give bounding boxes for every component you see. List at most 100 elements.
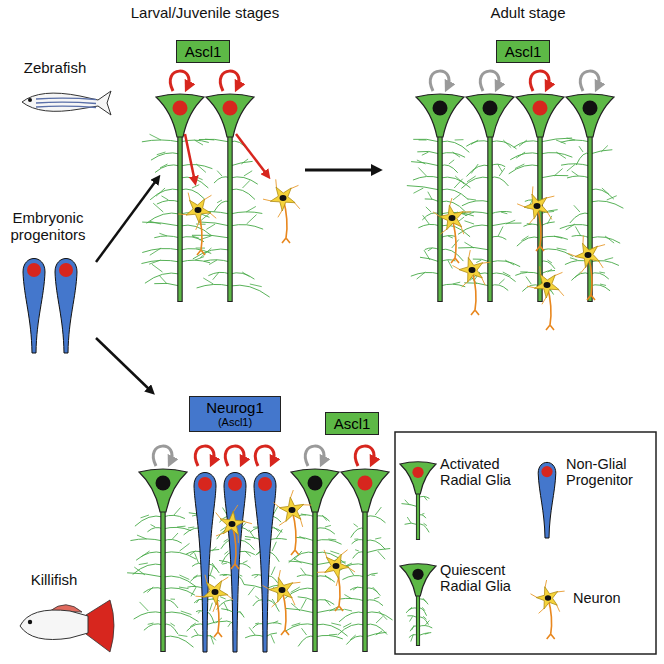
neuron-part (517, 204, 525, 207)
glial-branches-part (249, 627, 255, 635)
glial-branches-part (315, 528, 335, 534)
neuron-part (291, 185, 299, 188)
nucleus (358, 476, 373, 491)
killifish-icon-part (20, 610, 88, 640)
glial-branches-part (329, 634, 337, 636)
glial-branches-part (599, 272, 605, 273)
neuron-part (270, 187, 295, 211)
glial-branches-part (490, 261, 520, 267)
glial-branches-part (466, 141, 490, 147)
neuron-part (263, 199, 271, 201)
glial-branches-part (151, 153, 180, 160)
glial-branches-part (220, 597, 226, 599)
zebrafish-icon-part (22, 91, 111, 115)
self-renewal-arrow (430, 71, 449, 91)
glial-branches-part (365, 549, 390, 553)
glial-branches-part (250, 284, 262, 287)
glial-branches-part (322, 515, 326, 521)
glial-branches-part (247, 215, 257, 224)
neuron-part (469, 250, 471, 258)
glial-branches-part (490, 141, 517, 149)
glial-soma (516, 94, 564, 137)
glial-branches-part (453, 194, 461, 200)
glial-branches-part (244, 171, 252, 176)
glial-branches-part (570, 258, 578, 260)
neuron-part (527, 286, 535, 288)
nucleus (449, 215, 456, 221)
nucleus (544, 282, 551, 288)
nucleus (308, 476, 323, 491)
glial-branches-part (205, 621, 226, 625)
glial-branches-part (561, 140, 590, 142)
activated-radial-glia-part (227, 127, 233, 302)
glial-branches-part (365, 540, 385, 549)
neuron-part (539, 608, 545, 613)
glial-branches-part (440, 249, 463, 261)
glial-branches-part (466, 165, 490, 176)
glial-branches-part (240, 611, 243, 615)
glial-branches-part (181, 611, 192, 615)
glial-branches-part (521, 236, 528, 241)
glial-branches-part (423, 598, 426, 602)
legend-frame (395, 432, 656, 654)
glial-branches-part (192, 236, 199, 238)
glial-branches-part (142, 222, 180, 226)
activated-radial-glia (400, 462, 436, 540)
cells (23, 71, 614, 652)
glial-branches-part (604, 258, 613, 260)
glial-branches-part (428, 192, 433, 200)
non-glial-progenitor-part (23, 259, 45, 354)
glial-branches-part (255, 623, 259, 625)
neuron (178, 193, 216, 255)
glial-branches-part (163, 636, 193, 647)
glial-branches-part (161, 196, 168, 200)
glial-branches-part (194, 140, 203, 145)
quiescent-radial-glia-part (312, 502, 318, 652)
glial-branches-part (154, 236, 180, 238)
glial-branches-part (413, 188, 423, 193)
activated-radial-glia (156, 71, 204, 302)
quiescent-radial-glia (416, 71, 464, 302)
glial-branches-part (199, 139, 230, 142)
glial-branches-part (180, 140, 209, 142)
neuron-part (558, 289, 564, 295)
glial-branches-part (374, 597, 379, 599)
glial-branches-part (180, 225, 212, 236)
glial-branches-part (178, 635, 187, 636)
glial-branches-part (141, 515, 149, 518)
glial-branches-part (405, 500, 410, 506)
glial-branches-part (440, 177, 470, 188)
glial-branches-part (455, 176, 464, 184)
activated-radial-glia (516, 71, 564, 302)
glial-branches-part (554, 169, 562, 176)
glial-branches-part (440, 201, 466, 212)
glial-branches-part (130, 539, 163, 541)
glial-branches-part (136, 552, 163, 560)
glial-branches-part (222, 563, 227, 564)
glial-branches-part (428, 248, 433, 251)
nucleus (333, 563, 340, 569)
nucleus (289, 507, 296, 513)
quiescent-radial-glia-part (417, 589, 419, 646)
glial-branches-part (516, 152, 525, 158)
glial-branches-part (425, 633, 429, 634)
quiescent-radial-glia-part (416, 589, 420, 647)
glial-branches-part (224, 551, 228, 554)
killifish-icon-part (86, 600, 114, 652)
glial-branches-part (422, 152, 429, 155)
quiescent-radial-glia-part (488, 127, 491, 301)
nucleus (27, 263, 41, 277)
glial-branches-part (440, 284, 465, 287)
glial-branches-part (230, 189, 255, 199)
glial-branches-part (515, 272, 540, 275)
glial-branches-part (490, 223, 521, 226)
glial-branches-part (141, 260, 180, 263)
nucleus (583, 101, 598, 116)
glial-branches-part (156, 188, 165, 196)
glial-branches-part (600, 284, 606, 285)
gene-box: Ascl1 (176, 40, 231, 63)
legend-text: Quiescent Radial Glia (440, 562, 535, 594)
glial-branches-part (560, 225, 590, 229)
